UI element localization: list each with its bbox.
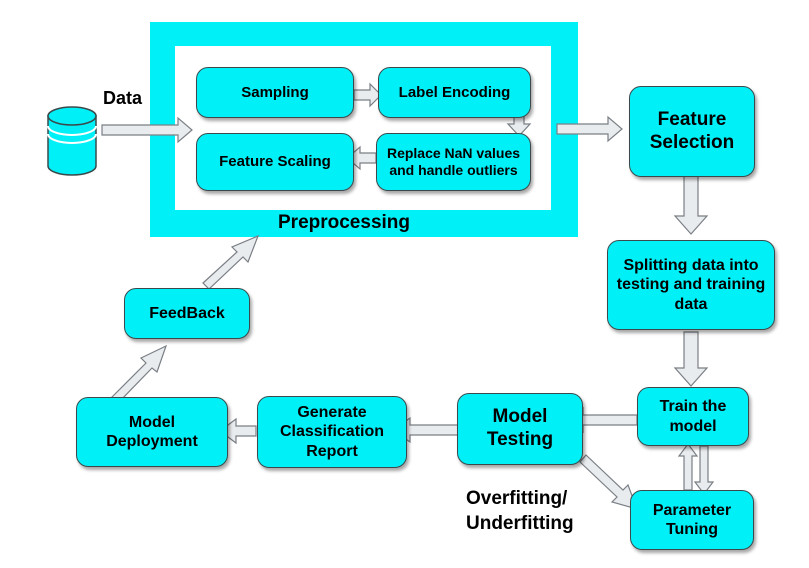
- arrow-model-testing-to-parameter-tuning: [579, 454, 638, 510]
- replace-nan-label: Replace NaN values and handle outliers: [386, 145, 521, 178]
- splitting-box: Splitting data into testing and training…: [607, 240, 775, 330]
- classification-report-label: Generate Classification Report: [279, 404, 385, 460]
- feature-selection-label: Feature Selection: [649, 108, 735, 153]
- database-icon: [47, 106, 97, 176]
- parameter-tuning-label: Parameter Tuning: [652, 501, 732, 538]
- arrow-sampling-to-label-encoding: [353, 82, 382, 108]
- arrow-deployment-to-feedback: [111, 344, 168, 404]
- arrow-parameter-tuning-to-train: [677, 443, 699, 491]
- classification-report-box: Generate Classification Report: [257, 396, 407, 468]
- model-deployment-label: Model Deployment: [106, 413, 198, 450]
- overfitting-label: Overfitting/ Underfitting: [466, 488, 574, 534]
- label-encoding-box: Label Encoding: [378, 67, 531, 118]
- label-encoding-label: Label Encoding: [398, 83, 511, 101]
- parameter-tuning-box: Parameter Tuning: [630, 490, 754, 550]
- arrow-train-to-parameter-tuning: [693, 445, 715, 495]
- feature-scaling-box: Feature Scaling: [196, 133, 354, 191]
- replace-nan-box: Replace NaN values and handle outliers: [376, 133, 531, 191]
- arrow-feedback-to-preprocessing: [202, 234, 260, 290]
- model-deployment-box: Model Deployment: [76, 397, 228, 467]
- arrow-feature-selection-to-splitting: [673, 169, 709, 235]
- arrow-data-to-preprocessing: [101, 116, 193, 144]
- arrow-splitting-to-train: [673, 331, 709, 387]
- model-testing-label: Model Testing: [486, 406, 554, 450]
- model-testing-box: Model Testing: [457, 393, 583, 465]
- arrow-preprocessing-to-feature-selection: [556, 115, 623, 143]
- feature-scaling-label: Feature Scaling: [219, 153, 331, 170]
- train-model-box: Train the model: [637, 387, 749, 446]
- data-label: Data: [103, 88, 143, 108]
- preprocessing-label: Preprocessing: [278, 212, 410, 233]
- sampling-box: Sampling: [196, 67, 354, 118]
- sampling-label: Sampling: [241, 83, 309, 101]
- feedback-box: FeedBack: [124, 288, 250, 339]
- train-model-label: Train the model: [659, 398, 727, 435]
- feedback-label: FeedBack: [149, 304, 225, 322]
- feature-selection-box: Feature Selection: [629, 86, 755, 177]
- splitting-label: Splitting data into testing and training…: [616, 257, 766, 313]
- arrow-report-to-deployment: [219, 417, 257, 445]
